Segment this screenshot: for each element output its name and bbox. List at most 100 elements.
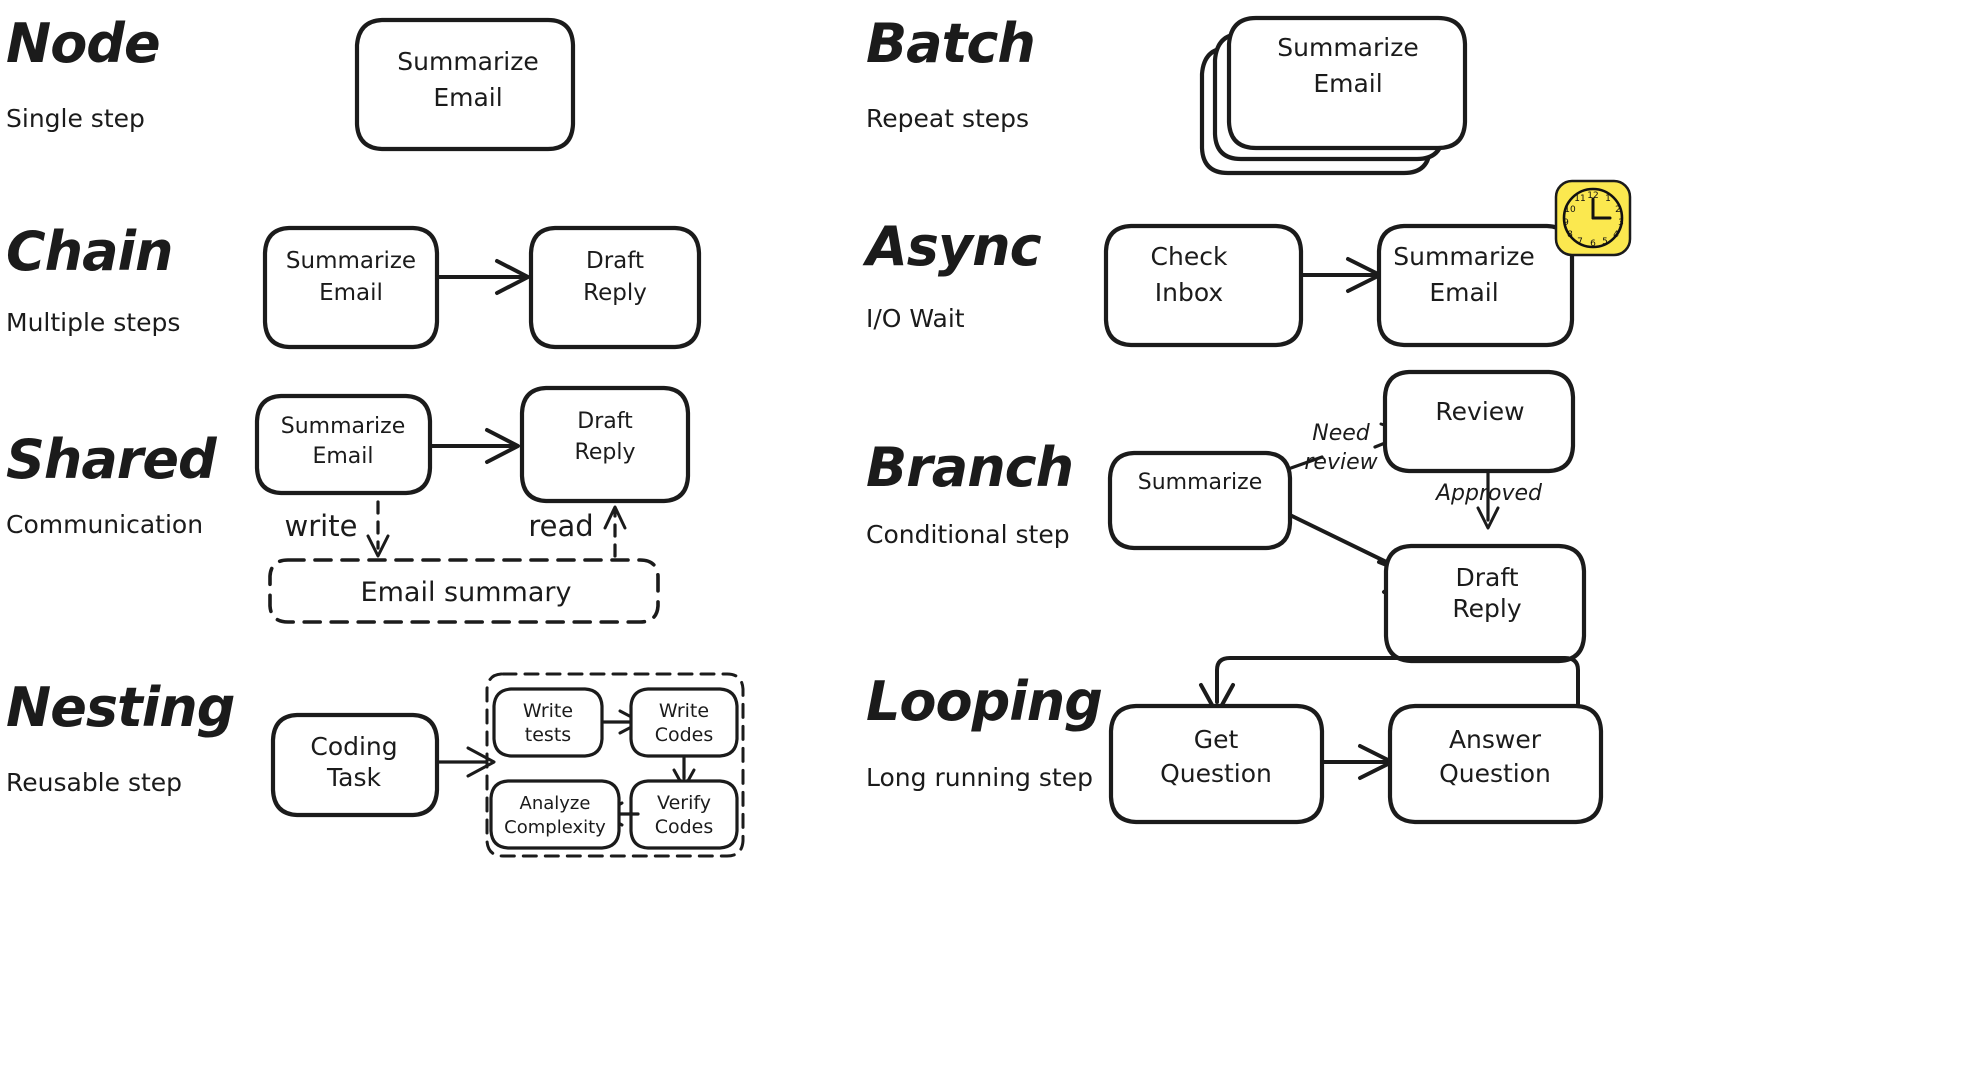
subnode-label-line1: Write <box>523 700 573 722</box>
node-label-line2: Task <box>326 763 381 792</box>
node-label-line1: Summarize <box>286 248 416 274</box>
svg-text:5: 5 <box>1602 237 1608 247</box>
subnode-verify-codes[interactable]: Verify Codes <box>629 779 739 850</box>
svg-text:7: 7 <box>1577 237 1583 247</box>
node-summarize-email[interactable]: Summarize Email <box>262 225 440 350</box>
node-label-line2: Inbox <box>1155 278 1223 307</box>
node-summarize-email[interactable]: Summarize Email <box>254 393 433 496</box>
node-label-line2: Email <box>319 280 383 306</box>
node-summarize-email[interactable]: Summarize <box>1107 450 1293 551</box>
node-label-line1: Summarize <box>1138 470 1263 495</box>
node-label-review: Review <box>1435 397 1524 426</box>
pattern-title-async: Async <box>862 215 1042 278</box>
pattern-node: Node Single step Summarize Email <box>6 12 576 152</box>
pattern-branch: Branch Conditional step Summarize Need r… <box>866 369 1587 664</box>
node-label-line2: Question <box>1439 759 1551 788</box>
subnode-label-line1: Analyze <box>520 793 591 814</box>
subnode-label-line2: Complexity <box>504 817 606 838</box>
pattern-subtitle-batch: Repeat steps <box>866 104 1029 133</box>
edge-shared-1 <box>430 428 520 464</box>
edge-need-review: Need review <box>1289 421 1412 475</box>
svg-text:6: 6 <box>1590 239 1596 249</box>
pattern-chain: Chain Multiple steps Summarize Email Dra… <box>6 220 702 350</box>
edge-label-need-review-line2: review <box>1304 450 1378 475</box>
pattern-subtitle-looping: Long running step <box>866 763 1093 792</box>
edge-read: read <box>528 505 627 558</box>
edge-async-1 <box>1301 257 1382 293</box>
nesting-subflow-group[interactable]: Write tests Write Codes Verify Codes <box>485 672 745 858</box>
node-label-line2: Reply <box>583 280 647 306</box>
subnode-label-line1: Write <box>659 700 709 722</box>
svg-text:4: 4 <box>1613 230 1619 240</box>
pattern-title-node: Node <box>6 12 160 75</box>
node-label-line1: Answer <box>1449 725 1542 754</box>
pattern-subtitle-node: Single step <box>6 104 145 133</box>
node-label-line2: Email <box>1429 278 1498 307</box>
node-label-line1: Summarize <box>1393 242 1534 271</box>
svg-text:3: 3 <box>1618 218 1624 228</box>
node-review[interactable]: Review <box>1382 369 1576 474</box>
edge-approved: Approved <box>1434 470 1543 530</box>
pattern-title-chain: Chain <box>6 220 172 283</box>
node-label-line2: Email <box>312 444 373 469</box>
batch-stack[interactable]: Summarize Email <box>1199 15 1468 176</box>
svg-text:2: 2 <box>1615 205 1621 215</box>
edge-write: write <box>285 500 390 558</box>
pattern-subtitle-async: I/O Wait <box>866 304 965 333</box>
edge-label-read: read <box>528 509 593 543</box>
pattern-subtitle-shared: Communication <box>6 510 203 539</box>
node-draft-reply[interactable]: Draft Reply <box>1383 543 1587 664</box>
node-label-line2: Email <box>433 83 502 112</box>
pattern-looping: Looping Long running step Get Question A… <box>866 656 1604 825</box>
node-check-inbox[interactable]: Check Inbox <box>1103 223 1304 348</box>
pattern-subtitle-nesting: Reusable step <box>6 768 182 797</box>
subnode-label-line1: Verify <box>657 792 711 814</box>
node-get-question[interactable]: Get Question <box>1108 703 1325 825</box>
node-draft-reply[interactable]: Draft Reply <box>528 225 702 350</box>
pattern-title-batch: Batch <box>866 12 1035 75</box>
svg-text:9: 9 <box>1563 218 1569 228</box>
node-label-line1: Summarize <box>281 414 406 439</box>
node-answer-question[interactable]: Answer Question <box>1387 703 1604 825</box>
node-coding-task[interactable]: Coding Task <box>270 712 440 818</box>
pattern-shared: Shared Communication Summarize Email Dra… <box>6 385 691 624</box>
edge-looping-1 <box>1322 744 1394 780</box>
node-draft-reply[interactable]: Draft Reply <box>519 385 691 504</box>
pattern-title-branch: Branch <box>866 436 1073 499</box>
svg-text:12: 12 <box>1587 191 1598 201</box>
svg-text:8: 8 <box>1567 230 1573 240</box>
edge-label-write: write <box>285 509 358 543</box>
node-label-line1: Draft <box>577 409 633 434</box>
svg-text:1: 1 <box>1605 194 1611 204</box>
pattern-batch: Batch Repeat steps Summarize Email <box>866 12 1468 176</box>
node-summarize-email[interactable]: Summarize Email <box>1376 223 1575 348</box>
node-label-line1: Draft <box>1455 563 1518 592</box>
subnode-label-line2: Codes <box>655 724 714 746</box>
subnode-label-line2: tests <box>525 724 571 746</box>
node-label-line1: Draft <box>586 248 644 274</box>
subnode-write-codes[interactable]: Write Codes <box>629 687 739 758</box>
node-label-line1: Check <box>1151 242 1228 271</box>
node-label-line2: Question <box>1160 759 1272 788</box>
pattern-subtitle-branch: Conditional step <box>866 520 1070 549</box>
pattern-subtitle-chain: Multiple steps <box>6 308 180 337</box>
node-label-line1: Summarize <box>1277 33 1418 62</box>
pattern-title-nesting: Nesting <box>6 676 234 739</box>
store-label: Email summary <box>361 577 572 608</box>
node-summarize-email[interactable]: Summarize Email <box>354 17 576 152</box>
node-label-line2: Reply <box>1452 594 1521 623</box>
pattern-title-shared: Shared <box>6 428 218 491</box>
node-label-line1: Coding <box>310 732 397 761</box>
edge-label-approved: Approved <box>1434 481 1543 506</box>
shared-store-email-summary[interactable]: Email summary <box>268 558 660 624</box>
edge-chain-1 <box>435 259 530 295</box>
edge-nesting-entry <box>437 746 496 778</box>
subnode-analyze-complexity[interactable]: Analyze Complexity <box>489 779 621 850</box>
subnode-write-tests[interactable]: Write tests <box>492 687 604 758</box>
svg-text:10: 10 <box>1564 205 1576 215</box>
pattern-nesting: Nesting Reusable step Coding Task Write … <box>6 672 745 858</box>
pattern-async: Async I/O Wait Check Inbox Summarize Ema… <box>862 179 1632 348</box>
pattern-title-looping: Looping <box>866 670 1102 733</box>
subnode-label-line2: Codes <box>655 816 714 838</box>
